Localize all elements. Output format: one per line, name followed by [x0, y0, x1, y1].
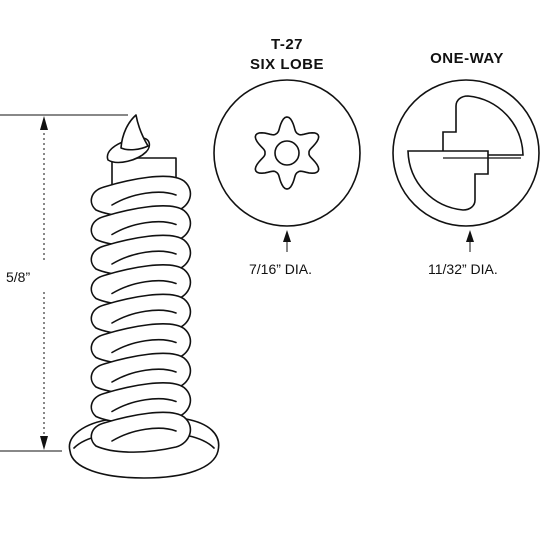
one-way-head-outline	[392, 79, 540, 227]
six-lobe-center-pin	[274, 140, 300, 166]
thread-crest	[111, 250, 177, 265]
thread-flight	[90, 411, 192, 453]
length-label: 5/8”	[6, 269, 31, 285]
dimension-arrow-up	[40, 116, 48, 130]
one-way-recess-upper	[442, 95, 524, 156]
one-way-title-line2: ONE-WAY	[430, 50, 504, 67]
six-lobe-head-outline	[213, 79, 361, 227]
screw-tip	[120, 114, 149, 151]
thread-crest	[111, 368, 177, 383]
thread-crest	[111, 397, 177, 413]
length-dimension	[0, 114, 128, 452]
thread-crest	[111, 309, 177, 324]
six-lobe-title-line2: SIX LOBE	[249, 56, 324, 73]
six-lobe-title-line1: T-27	[270, 36, 303, 53]
one-way-head-view	[392, 79, 540, 252]
six-lobe-head-view	[213, 79, 361, 252]
one-way-diameter-label: 11/32” DIA.	[428, 261, 498, 277]
six-lobe-recess	[254, 116, 320, 190]
thread-crest	[111, 220, 177, 236]
screw-side-view	[68, 114, 220, 479]
one-way-pointer-arrow	[466, 230, 474, 242]
six-lobe-diameter-label: 7/16” DIA.	[249, 261, 313, 277]
one-way-recess-lower	[407, 150, 489, 211]
six-lobe-pointer-arrow	[283, 230, 291, 242]
thread-crest	[111, 338, 177, 354]
thread-crest	[111, 279, 177, 295]
thread-crest	[111, 427, 177, 442]
thread-crest	[111, 191, 177, 206]
screw-threads	[90, 175, 192, 453]
dimension-arrow-down	[40, 436, 48, 450]
